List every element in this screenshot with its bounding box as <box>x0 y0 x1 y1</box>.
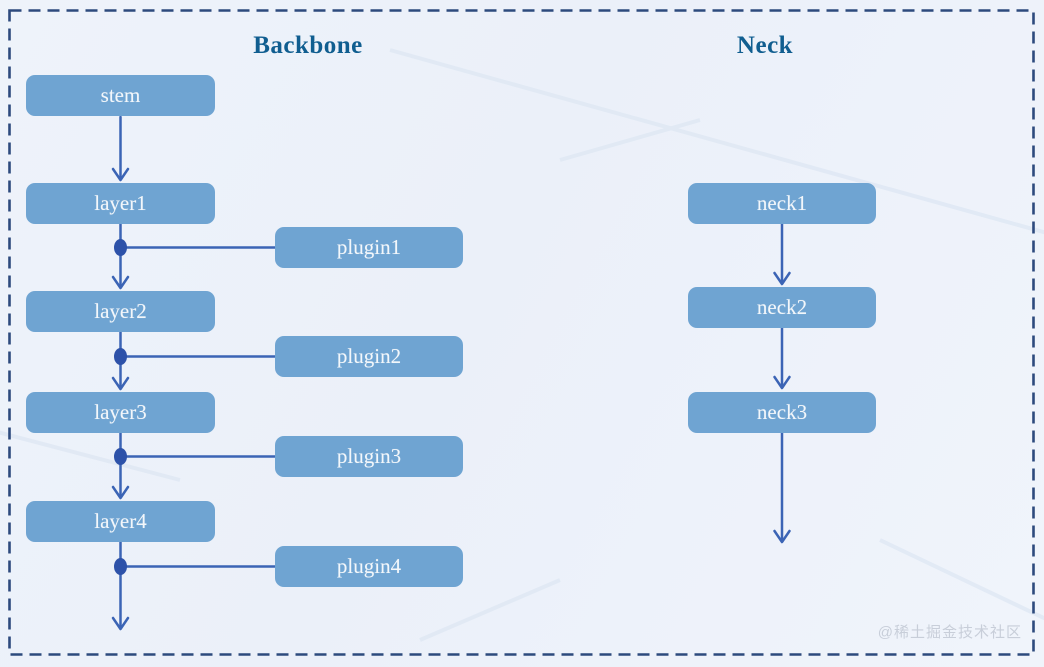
background-streaks <box>0 48 1044 642</box>
node-neck1: neck1 <box>688 183 876 224</box>
watermark-text: @稀土掘金技术社区 <box>877 624 1022 641</box>
connector-neck1-neck2 <box>773 222 791 286</box>
connector-layer3-layer4 <box>111 431 130 500</box>
node-plugin4: plugin4 <box>275 546 463 587</box>
node-layer1: layer1 <box>26 183 215 224</box>
connector-neck2-neck3 <box>773 326 791 390</box>
node-stem: stem <box>26 75 215 116</box>
backbone-title: Backbone <box>253 32 363 59</box>
junction-dot-1 <box>114 239 127 256</box>
connector-layer1-layer2 <box>111 222 130 290</box>
junction-dot-2 <box>114 348 127 365</box>
node-layer4: layer4 <box>26 501 215 542</box>
node-layer2: layer2 <box>26 291 215 332</box>
node-neck3: neck3 <box>688 392 876 433</box>
node-layer3: layer3 <box>26 392 215 433</box>
node-neck2: neck2 <box>688 287 876 328</box>
neck-title: Neck <box>736 32 794 59</box>
junction-dot-3 <box>114 448 127 465</box>
connector-stem-layer1 <box>111 115 130 182</box>
junction-dot-4 <box>114 558 127 575</box>
node-plugin2: plugin2 <box>275 336 463 377</box>
connector-layer4-output <box>111 540 130 631</box>
node-plugin3: plugin3 <box>275 436 463 477</box>
connector-neck3-output <box>773 431 791 544</box>
node-plugin1: plugin1 <box>275 227 463 268</box>
connector-layer2-layer3 <box>111 330 130 391</box>
